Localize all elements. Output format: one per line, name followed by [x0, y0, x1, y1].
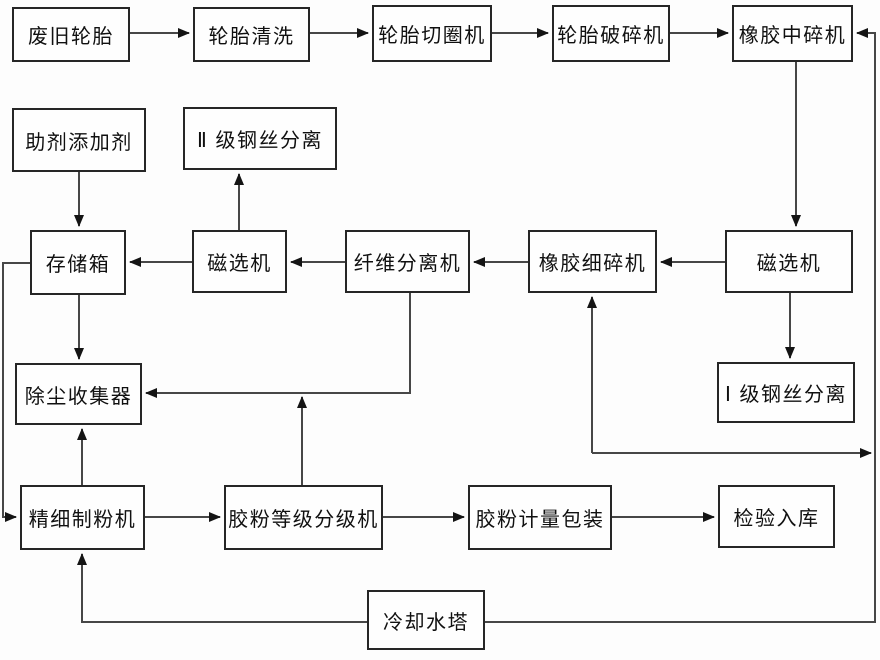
node-magnetic-separator-right: 磁选机	[725, 230, 853, 293]
node-powder-grade-classifier: 胶粉等级分级机	[224, 485, 383, 550]
node-storage-box: 存储箱	[30, 230, 126, 295]
node-dust-collector: 除尘收集器	[15, 363, 142, 425]
node-inspection-warehousing: 检验入库	[718, 485, 835, 548]
edge-fiber-separator--dust-collector	[145, 293, 411, 398]
node-grade2-steel-wire-separation: Ⅱ 级钢丝分离	[183, 107, 337, 170]
edge-cooling-tower--rubber-medium-crusher	[485, 28, 876, 623]
edge-cooling-tower--fine-milling-machine	[77, 553, 367, 623]
node-cooling-tower: 冷却水塔	[367, 590, 485, 650]
node-powder-metering-packaging: 胶粉计量包装	[468, 485, 612, 550]
node-tire-crusher: 轮胎破碎机	[552, 5, 670, 62]
node-additive-agent: 助剂添加剂	[12, 108, 146, 172]
node-tire-washing: 轮胎清洗	[193, 7, 310, 62]
node-waste-tires: 废旧轮胎	[12, 7, 130, 62]
node-tire-ring-cutter: 轮胎切圈机	[372, 5, 492, 62]
node-fine-milling-machine: 精细制粉机	[20, 485, 145, 550]
edge-storage-box--fine-milling-machine	[2, 262, 30, 522]
node-magnetic-separator-left: 磁选机	[192, 230, 287, 293]
node-fiber-separator: 纤维分离机	[345, 230, 470, 293]
node-rubber-fine-crusher: 橡胶细碎机	[528, 230, 657, 293]
node-grade1-steel-wire-separation: Ⅰ 级钢丝分离	[717, 362, 855, 423]
node-rubber-medium-crusher: 橡胶中碎机	[732, 5, 853, 62]
